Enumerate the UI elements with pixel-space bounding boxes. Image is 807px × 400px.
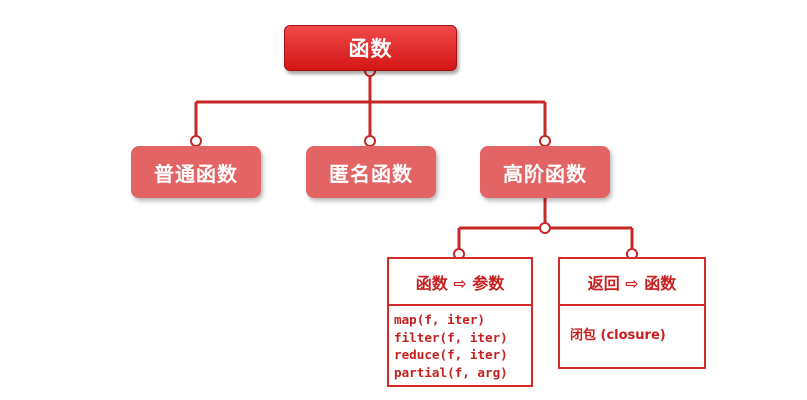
root-node-label: 函数	[348, 37, 393, 61]
node-label: 匿名函数	[329, 161, 413, 186]
box-title: 函数 ⇨ 参数	[389, 259, 531, 306]
node-normal-function: 普通函数	[131, 146, 261, 198]
code-list: map(f, iter) filter(f, iter) reduce(f, i…	[389, 306, 531, 381]
code-item-map: map(f, iter)	[394, 312, 485, 327]
node-higher-order-function: 高阶函数	[480, 146, 610, 198]
function-as-argument-box: 函数 ⇨ 参数 map(f, iter) filter(f, iter) red…	[387, 257, 533, 387]
closure-text: 闭包 (closure)	[570, 328, 666, 343]
node-anonymous-function: 匿名函数	[306, 146, 436, 198]
box-title: 返回 ⇨ 函数	[560, 259, 704, 306]
root-node-functions: 函数	[284, 25, 457, 71]
code-item-partial: partial(f, arg)	[394, 364, 508, 380]
connector-dot	[190, 135, 202, 147]
connector-dot	[539, 222, 551, 234]
return-function-box: 返回 ⇨ 函数 闭包 (closure)	[558, 257, 706, 369]
connector-dot	[539, 135, 551, 147]
connector-dot	[364, 135, 376, 147]
node-label: 普通函数	[154, 161, 238, 186]
code-item-reduce: reduce(f, iter)	[394, 347, 508, 362]
code-item-filter: filter(f, iter)	[394, 329, 508, 345]
node-label: 高阶函数	[503, 161, 587, 186]
